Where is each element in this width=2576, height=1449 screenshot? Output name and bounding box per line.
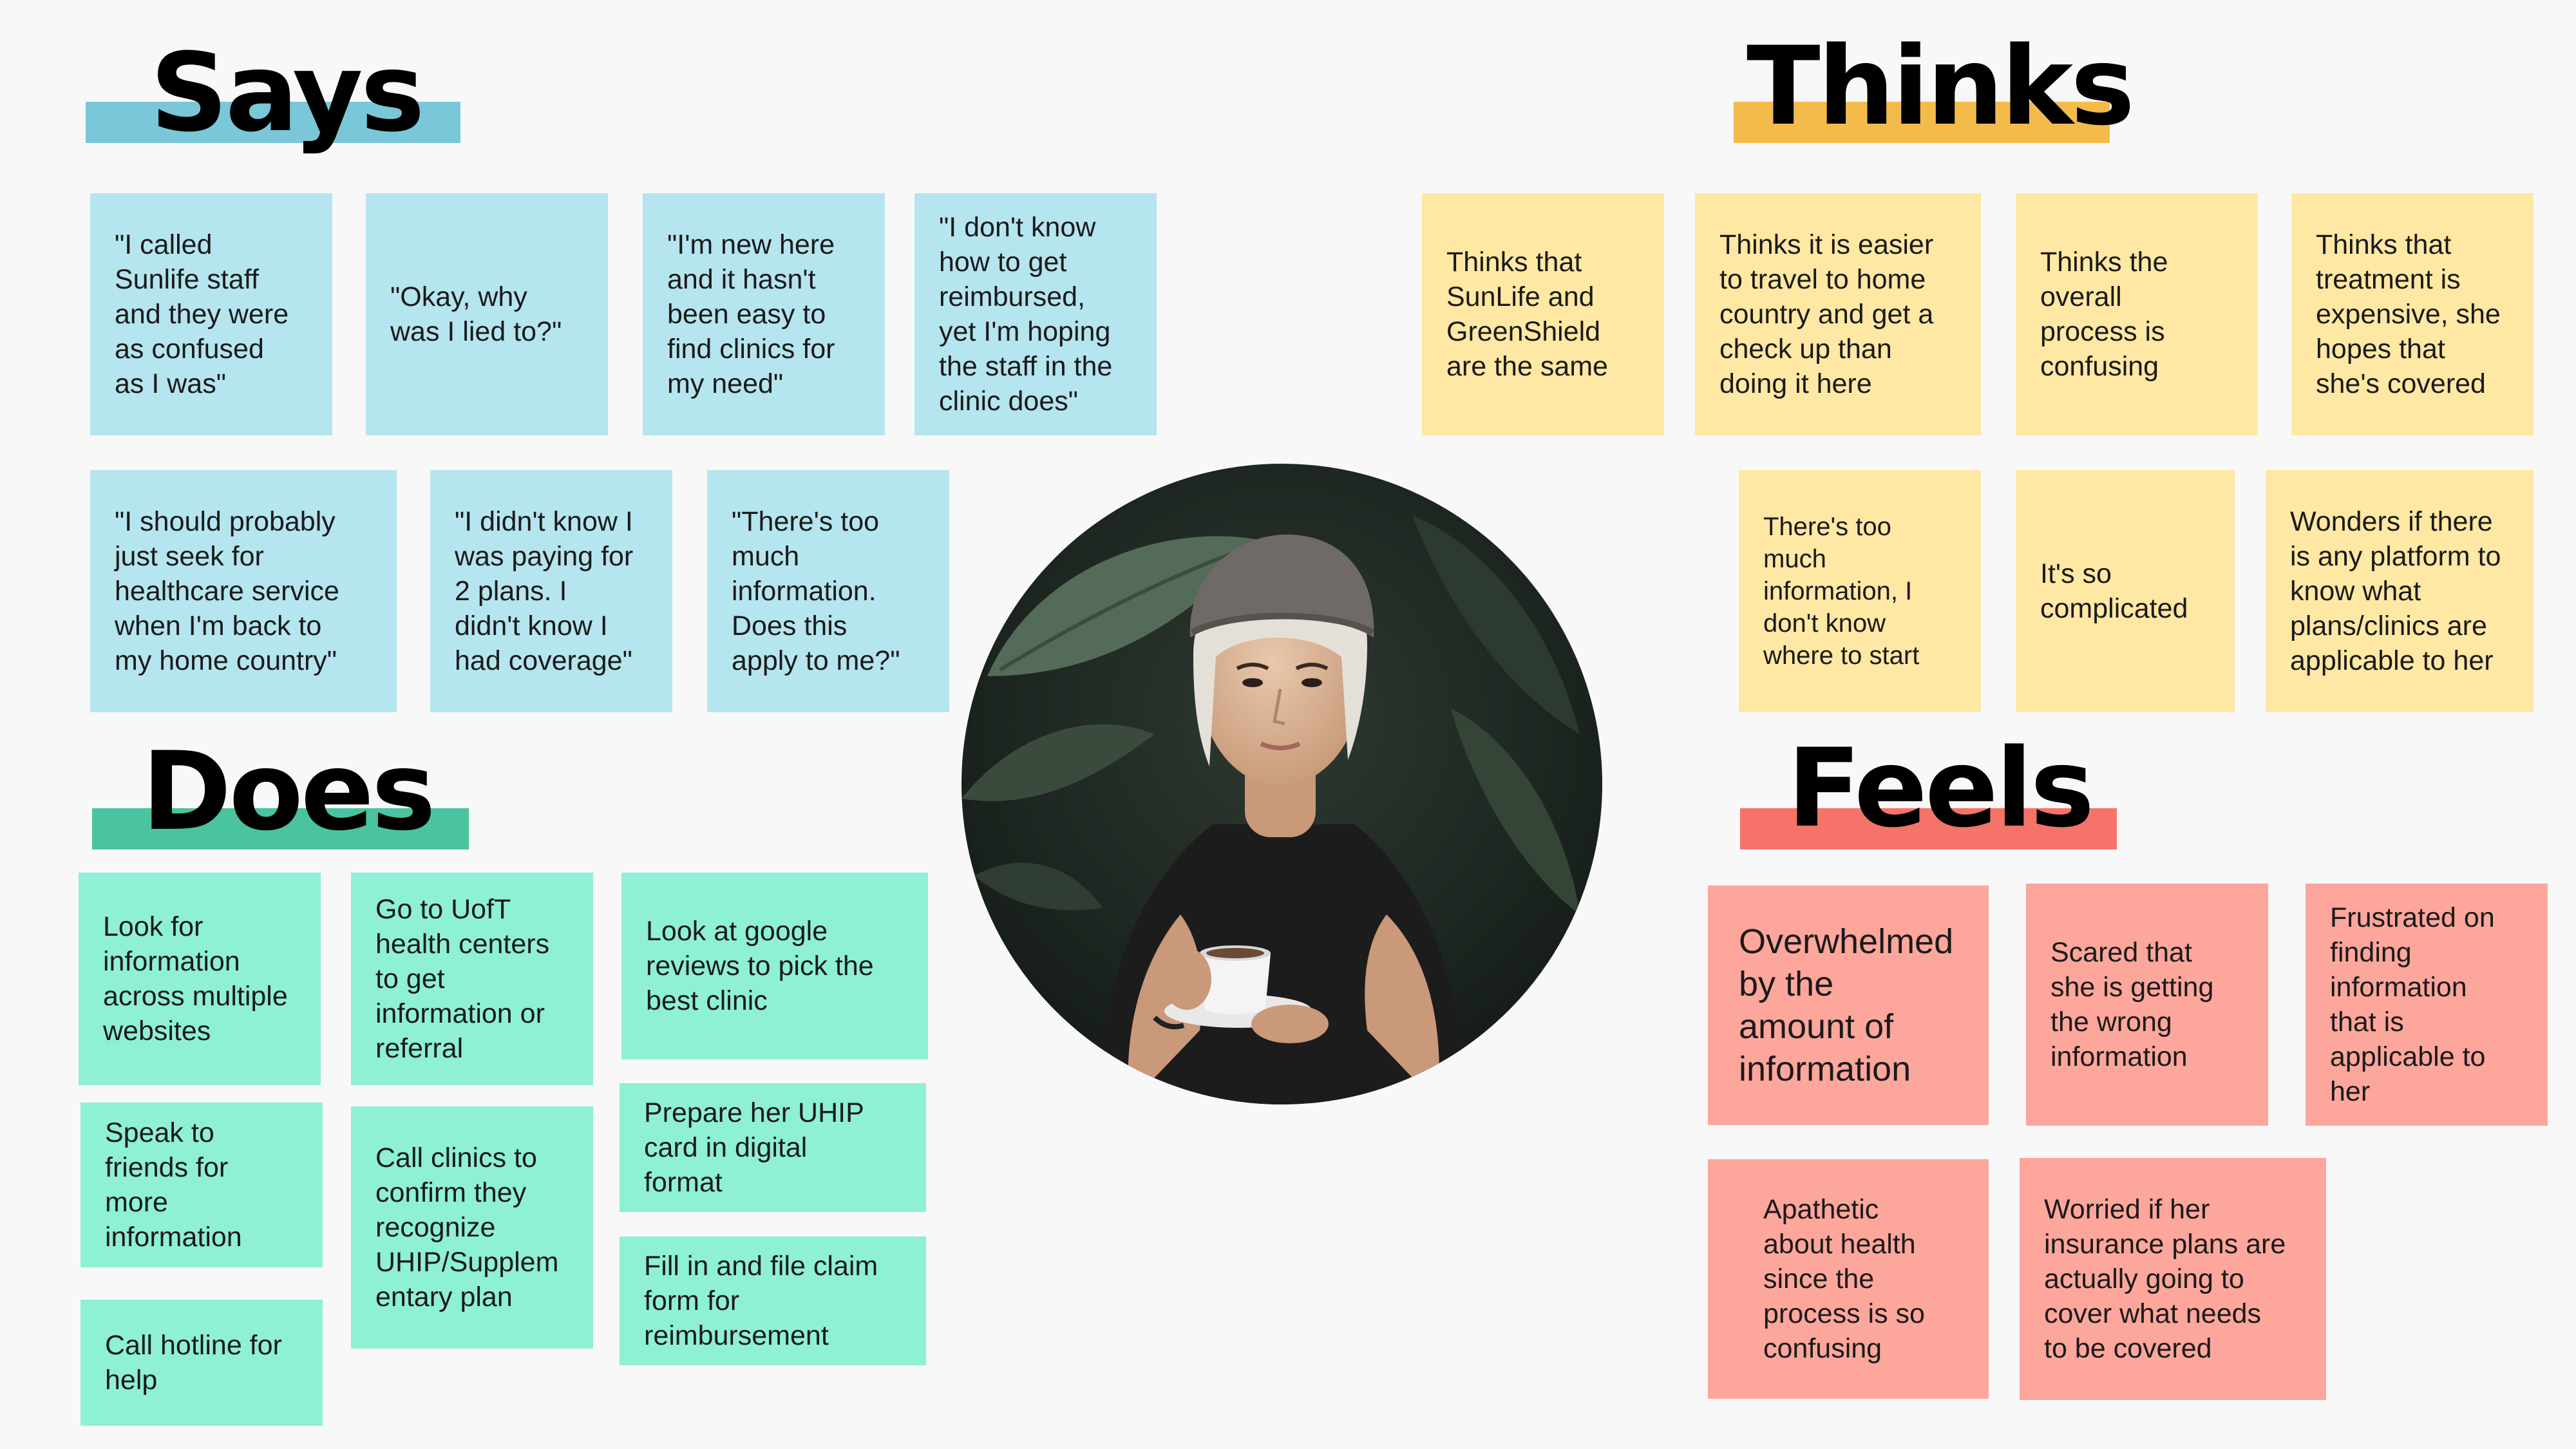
persona-photo [961, 464, 1602, 1104]
does-note[interactable]: Prepare her UHIP card in digital format [620, 1083, 926, 1212]
says-note[interactable]: "I don't know how to get reimbursed, yet… [914, 193, 1157, 435]
does-note[interactable]: Look at google reviews to pick the best … [621, 873, 928, 1059]
says-title: Says [150, 30, 425, 156]
says-note[interactable]: "There's too much information. Does this… [707, 470, 949, 712]
thinks-note[interactable]: Thinks that treatment is expensive, she … [2291, 193, 2533, 435]
thinks-note[interactable]: Thinks that SunLife and GreenShield are … [1422, 193, 1664, 435]
thinks-heading: Thinks [1734, 32, 2184, 148]
thinks-note[interactable]: Thinks the overall process is confusing [2016, 193, 2258, 435]
persona-illustration [961, 464, 1602, 1104]
does-heading: Does [92, 737, 543, 853]
does-note[interactable]: Speak to friends for more information [80, 1103, 323, 1267]
says-underline [86, 102, 460, 143]
feels-heading: Feels [1740, 734, 2191, 850]
does-note[interactable]: Look for information across multiple web… [79, 873, 321, 1085]
does-note[interactable]: Go to UofT health centers to get informa… [351, 873, 593, 1085]
does-note[interactable]: Fill in and file claim form for reimburs… [620, 1236, 926, 1365]
says-heading: Says [86, 39, 472, 155]
thinks-title: Thinks [1747, 23, 2135, 149]
says-note[interactable]: "I called Sunlife staff and they were as… [90, 193, 332, 435]
feels-underline [1740, 808, 2117, 849]
feels-note[interactable]: Scared that she is getting the wrong inf… [2026, 884, 2268, 1126]
says-note[interactable]: "I should probably just seek for healthc… [90, 470, 397, 712]
does-note[interactable]: Call hotline for help [80, 1300, 323, 1426]
says-note[interactable]: "I didn't know I was paying for 2 plans.… [430, 470, 672, 712]
thinks-note[interactable]: There's too much information, I don't kn… [1739, 470, 1981, 712]
says-note[interactable]: "I'm new here and it hasn't been easy to… [643, 193, 885, 435]
does-underline [92, 808, 469, 849]
feels-note[interactable]: Worried if her insurance plans are actua… [2020, 1158, 2326, 1400]
thinks-note[interactable]: Thinks it is easier to travel to home co… [1695, 193, 1981, 435]
says-note[interactable]: "Okay, why was I lied to?" [366, 193, 608, 435]
does-note[interactable]: Call clinics to confirm they recognize U… [351, 1106, 593, 1349]
thinks-note[interactable]: Wonders if there is any platform to know… [2266, 470, 2533, 712]
feels-title: Feels [1787, 725, 2094, 851]
does-title: Does [142, 728, 436, 855]
feels-note[interactable]: Apathetic about health since the process… [1708, 1159, 1989, 1399]
feels-note[interactable]: Frustrated on finding information that i… [2306, 884, 2548, 1126]
thinks-underline [1734, 102, 2110, 143]
feels-note[interactable]: Overwhelmed by the amount of information [1708, 886, 1989, 1125]
thinks-note[interactable]: It's so complicated [2016, 470, 2235, 712]
